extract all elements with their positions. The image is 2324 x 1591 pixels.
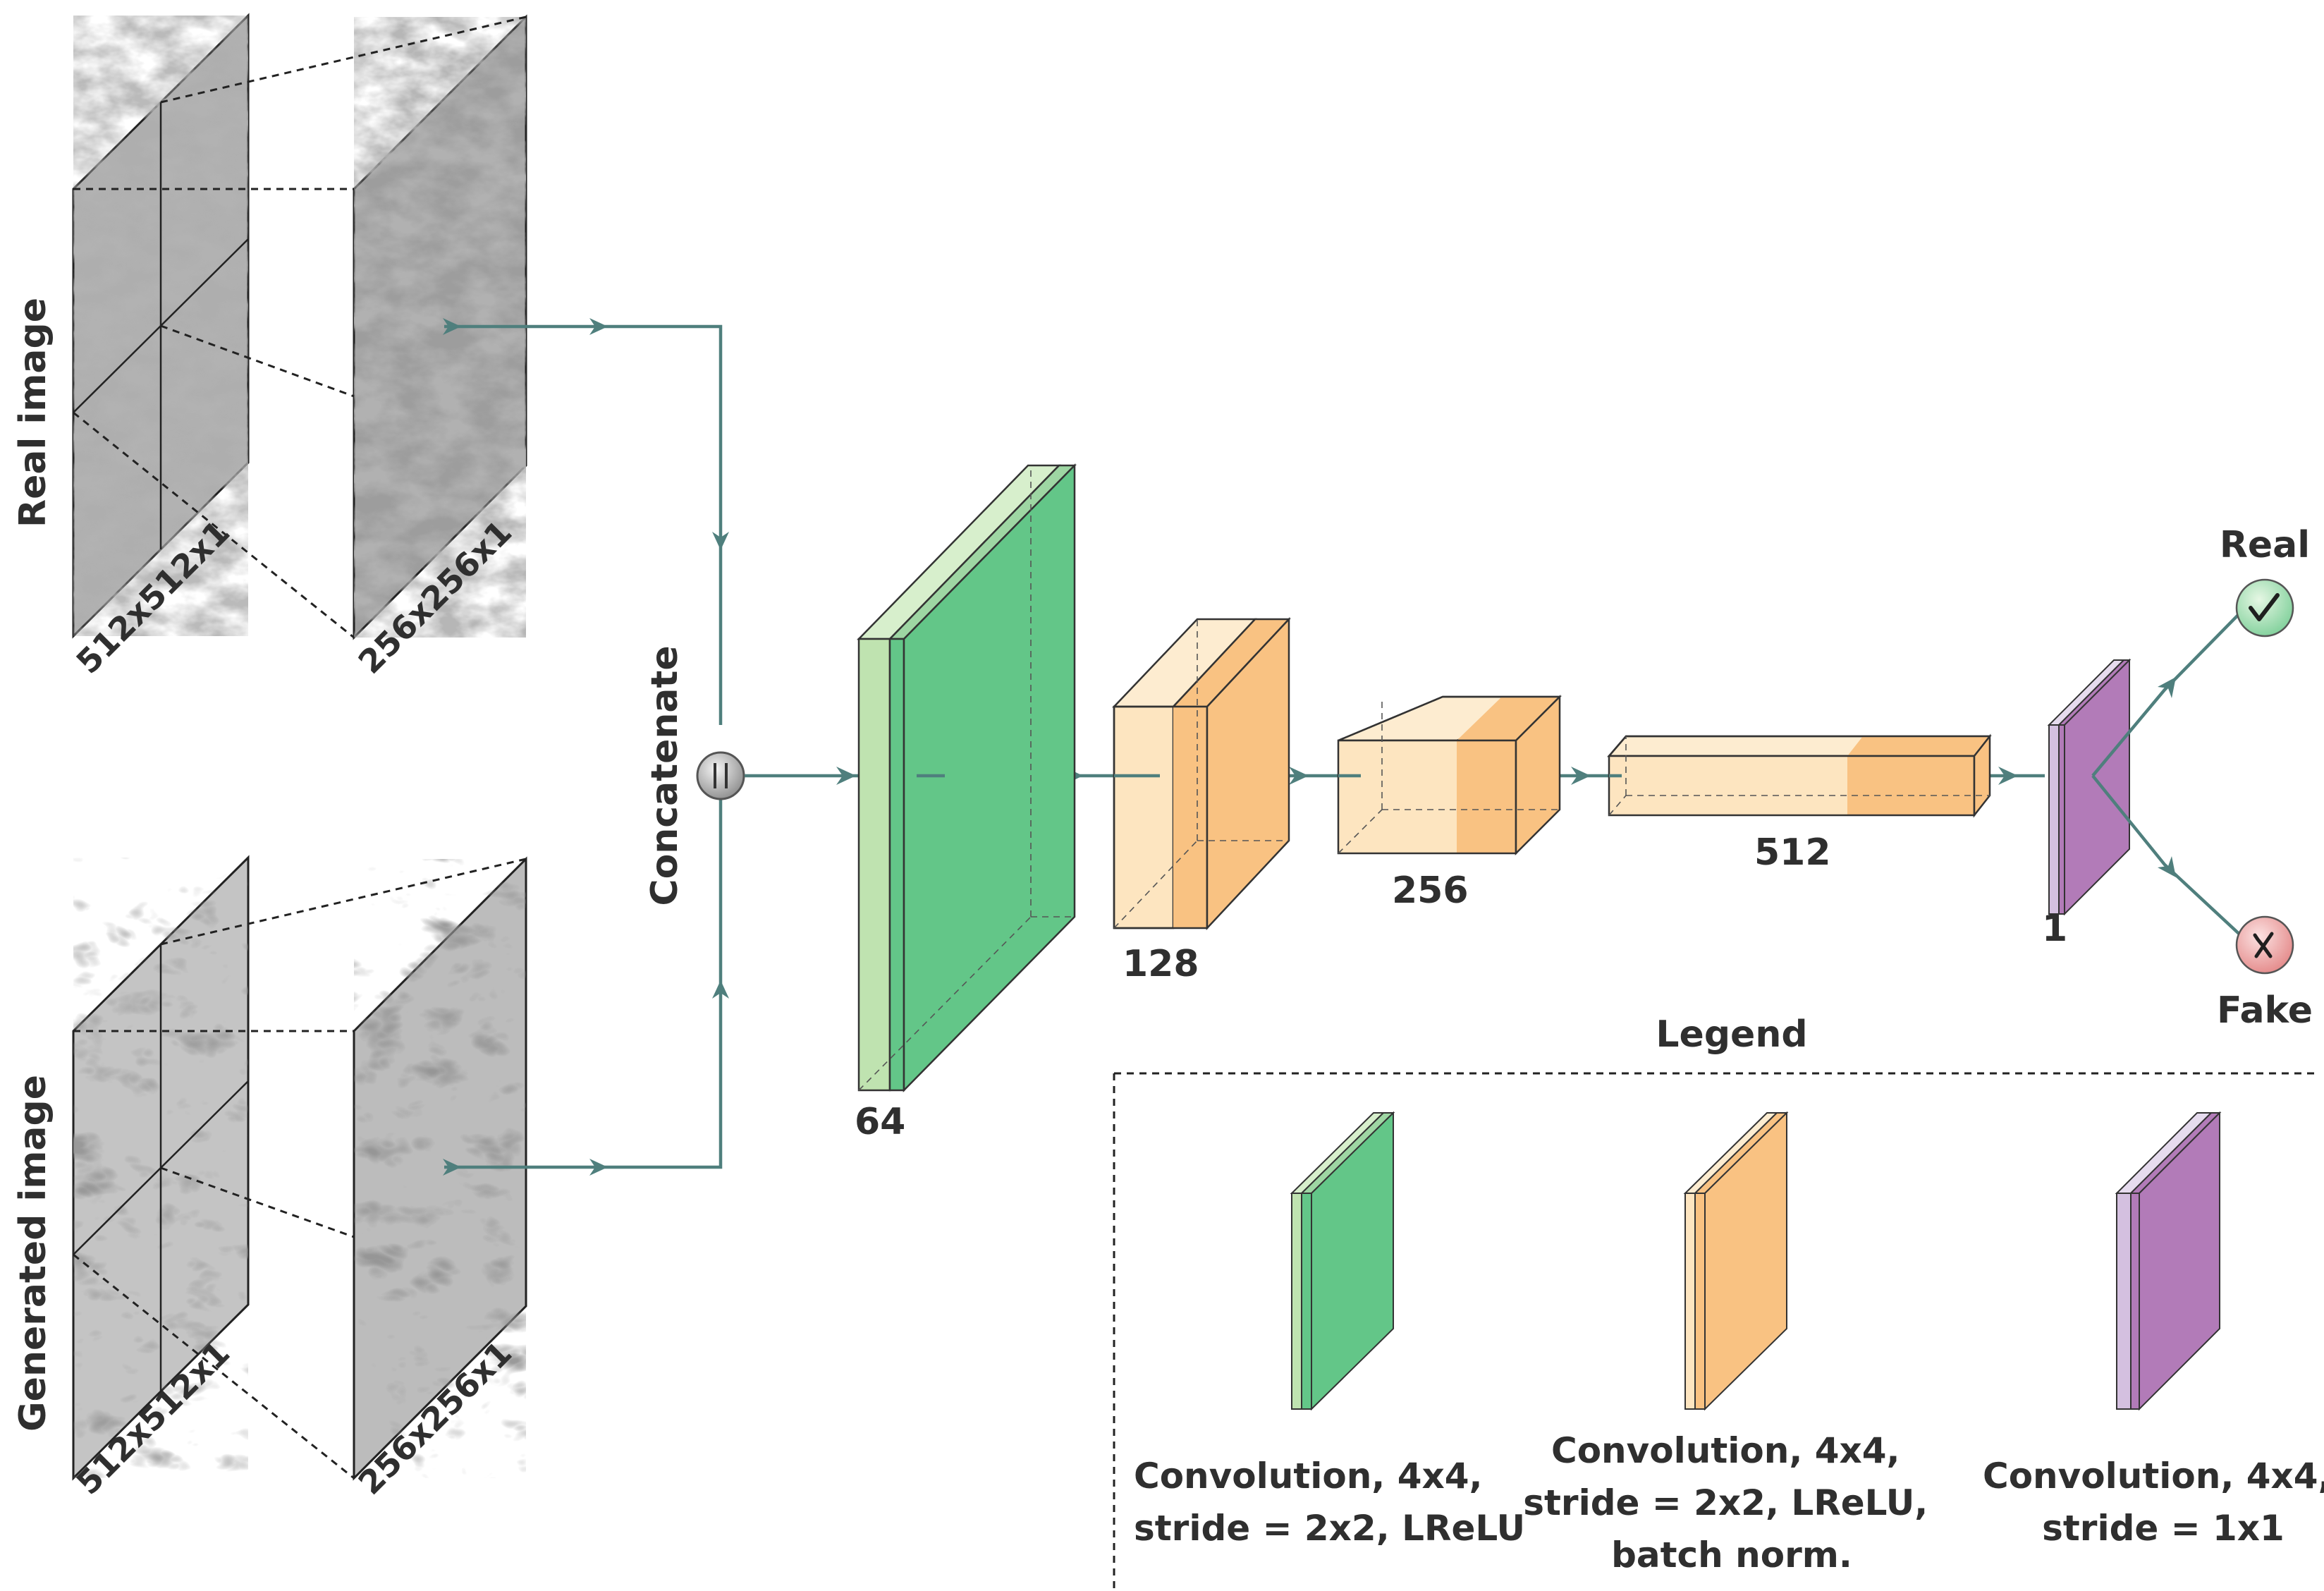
cross-icon xyxy=(2253,932,2274,958)
generated-crop-projection-lines xyxy=(73,858,527,1480)
input-flow-arrows xyxy=(443,318,729,1176)
layer-64-block xyxy=(857,463,1077,1093)
check-icon xyxy=(2249,593,2280,621)
legend-title: Legend xyxy=(1656,1013,1807,1056)
legend-purple-block xyxy=(2115,1111,2222,1411)
generated-image-crop-plane xyxy=(353,856,527,1481)
fake-output-label: Fake xyxy=(2217,989,2313,1032)
legend-purple-text: Convolution, 4x4, stride = 1x1 xyxy=(1983,1456,2324,1549)
concatenate-label: Concatenate xyxy=(644,645,686,906)
real-image-label: Real image xyxy=(12,298,54,528)
real-image-crop-plane xyxy=(353,14,527,640)
generated-image-label: Generated image xyxy=(12,1075,54,1432)
layer-128-block xyxy=(1112,616,1291,931)
layer-1-block xyxy=(2047,658,2132,916)
layer-1-label: 1 xyxy=(2042,908,2067,950)
real-output-label: Real xyxy=(2220,524,2310,566)
legend-green-text: Convolution, 4x4, stride = 2x2, LReLU xyxy=(1134,1456,1525,1549)
real-crop-projection-lines xyxy=(73,16,527,639)
legend-frame xyxy=(1113,1072,2317,1588)
legend-orange-text: Convolution, 4x4, stride = 2x2, LReLU, b… xyxy=(1523,1430,1940,1575)
fake-output-node xyxy=(2235,915,2294,975)
layer-128-label: 128 xyxy=(1123,943,1199,985)
layer-512-label: 512 xyxy=(1754,831,1831,874)
layer-256-block xyxy=(1337,694,1562,856)
legend-orange-block xyxy=(1683,1111,1789,1411)
layer-64-label: 64 xyxy=(855,1101,905,1143)
layer-512-block xyxy=(1607,733,1992,818)
output-branches xyxy=(2091,606,2246,941)
legend-green-block xyxy=(1290,1111,1395,1411)
layer-256-label: 256 xyxy=(1392,870,1469,912)
concatenate-node xyxy=(696,751,745,800)
real-output-node xyxy=(2235,578,2294,638)
